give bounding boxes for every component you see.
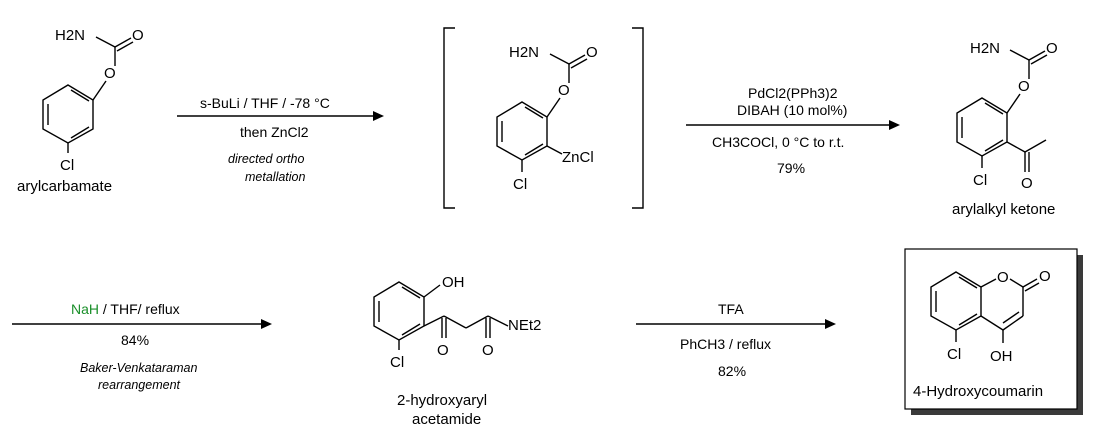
- amine-label: H2N: [509, 44, 539, 61]
- ether-oxygen-label: O: [1018, 78, 1030, 95]
- ketone-oxygen-label: O: [437, 342, 449, 359]
- step4-yield: 82%: [718, 363, 746, 379]
- step1-then: then ZnCl2: [240, 124, 309, 140]
- chlorine-label: Cl: [973, 172, 987, 189]
- arylalkyl-ketone-label: arylalkyl ketone: [952, 201, 1055, 218]
- benzene-ring: [42, 84, 94, 144]
- arylcarbamate-structure: H2N O O Cl: [42, 27, 144, 174]
- intermediate-brackets: [443, 27, 644, 209]
- arylcarbamate-label: arylcarbamate: [17, 178, 112, 195]
- nah-reagent: NaH: [71, 301, 99, 317]
- carbonyl-oxygen-label: O: [132, 27, 144, 44]
- step4-reagent: TFA: [718, 301, 744, 317]
- ring-oxygen-label: O: [997, 269, 1009, 286]
- hydroxycoumarin-structure: O O OH Cl: [930, 268, 1051, 365]
- benzene-ring: [496, 101, 548, 161]
- arylzinc-structure: H2N O O ZnCl Cl: [496, 44, 598, 193]
- step3-reagents-rest: / THF/ reflux: [99, 301, 180, 317]
- ketone-oxygen-label: O: [1021, 175, 1033, 192]
- step3-yield: 84%: [121, 332, 149, 348]
- step1-note-line2: metallation: [245, 170, 305, 184]
- hydroxyl-label: OH: [442, 274, 465, 291]
- benzene-ring: [373, 281, 425, 341]
- step1-note-line1: directed ortho: [228, 152, 304, 166]
- amide-oxygen-label: O: [482, 342, 494, 359]
- zinc-chloride-label: ZnCl: [562, 149, 594, 166]
- chlorine-label: Cl: [947, 346, 961, 363]
- diethylamide-label: NEt2: [508, 317, 541, 334]
- step4-conditions: PhCH3 / reflux: [680, 336, 771, 352]
- carbonyl-oxygen-label: O: [1039, 268, 1051, 285]
- carbonyl-oxygen-label: O: [1046, 40, 1058, 57]
- ether-oxygen-label: O: [104, 65, 116, 82]
- step2-catalyst: PdCl2(PPh3)2: [748, 85, 838, 101]
- step3-reagents: NaH / THF/ reflux: [71, 301, 180, 317]
- step1-arrow: [177, 111, 384, 121]
- carbonyl-oxygen-label: O: [586, 44, 598, 61]
- hydroxycoumarin-label: 4-Hydroxycoumarin: [913, 383, 1043, 400]
- step3-note-line1: Baker-Venkataraman: [80, 361, 197, 375]
- hydroxycoumarin-frame: [904, 248, 1083, 415]
- step4-arrow: [636, 319, 836, 329]
- step3-note-line2: rearrangement: [98, 378, 181, 392]
- step2-conditions: CH3COCl, 0 °C to r.t.: [712, 134, 844, 150]
- amine-label: H2N: [55, 27, 85, 44]
- amine-label: H2N: [970, 40, 1000, 57]
- chlorine-label: Cl: [60, 157, 74, 174]
- step2-yield: 79%: [777, 160, 805, 176]
- step1-reagents: s-BuLi / THF / -78 °C: [200, 95, 330, 111]
- hydroxyaryl-acetamide-label-line2: acetamide: [412, 411, 481, 428]
- chlorine-label: Cl: [390, 354, 404, 371]
- hydroxyaryl-acetamide-structure: OH O O NEt2 Cl: [373, 274, 541, 371]
- ether-oxygen-label: O: [558, 82, 570, 99]
- step2-additive: DIBAH (10 mol%): [737, 102, 847, 118]
- step2-arrow: [686, 120, 900, 130]
- hydroxyl-label: OH: [990, 348, 1013, 365]
- benzene-ring: [956, 97, 1008, 157]
- arylalkyl-ketone-structure: H2N O O O Cl: [956, 40, 1058, 192]
- chlorine-label: Cl: [513, 176, 527, 193]
- hydroxyaryl-acetamide-label-line1: 2-hydroxyaryl: [397, 392, 487, 409]
- step3-arrow: [12, 319, 272, 329]
